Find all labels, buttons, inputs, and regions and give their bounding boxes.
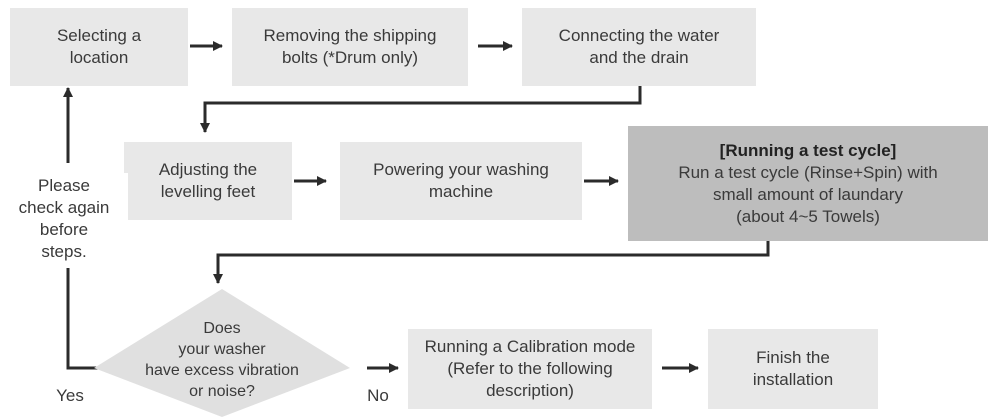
step-selecting-location: Selecting a location — [10, 8, 188, 86]
step-label: Finish the installation — [752, 348, 834, 389]
side-note: Please check again before steps. — [0, 173, 128, 265]
arrow-yes-loop-back — [66, 268, 112, 370]
step-connecting-water: Connecting the water and the drain — [522, 8, 756, 86]
step-label: Running a Calibration mode (Refer to the… — [424, 337, 636, 400]
decision-question: Does your washer have excess vibration o… — [145, 320, 299, 400]
arrow-water-to-feet — [200, 86, 642, 133]
decision-diamond — [94, 289, 350, 417]
step-label: Adjusting the levelling feet — [158, 160, 258, 201]
step-running-test-cycle: [Running a test cycle] Run a test cycle … — [628, 126, 988, 241]
test-cycle-title: [Running a test cycle] — [719, 140, 897, 160]
step-removing-bolts: Removing the shipping bolts (*Drum only) — [232, 8, 468, 86]
step-adjusting-feet: Adjusting the levelling feet — [124, 142, 292, 220]
yes-label: Yes — [56, 386, 84, 405]
step-powering-machine: Powering your washing machine — [340, 142, 582, 220]
arrow-test-to-decision — [213, 241, 770, 284]
test-cycle-description: Run a test cycle (Rinse+Spin) with small… — [678, 162, 938, 226]
step-finish-installation: Finish the installation — [708, 329, 878, 409]
step-label: Removing the shipping bolts (*Drum only) — [263, 26, 437, 67]
step-running-calibration: Running a Calibration mode (Refer to the… — [408, 329, 652, 409]
step-label: Connecting the water and the drain — [558, 26, 720, 67]
step-label: Powering your washing machine — [373, 160, 549, 201]
step-label: Selecting a location — [56, 26, 142, 67]
no-label: No — [367, 386, 389, 405]
